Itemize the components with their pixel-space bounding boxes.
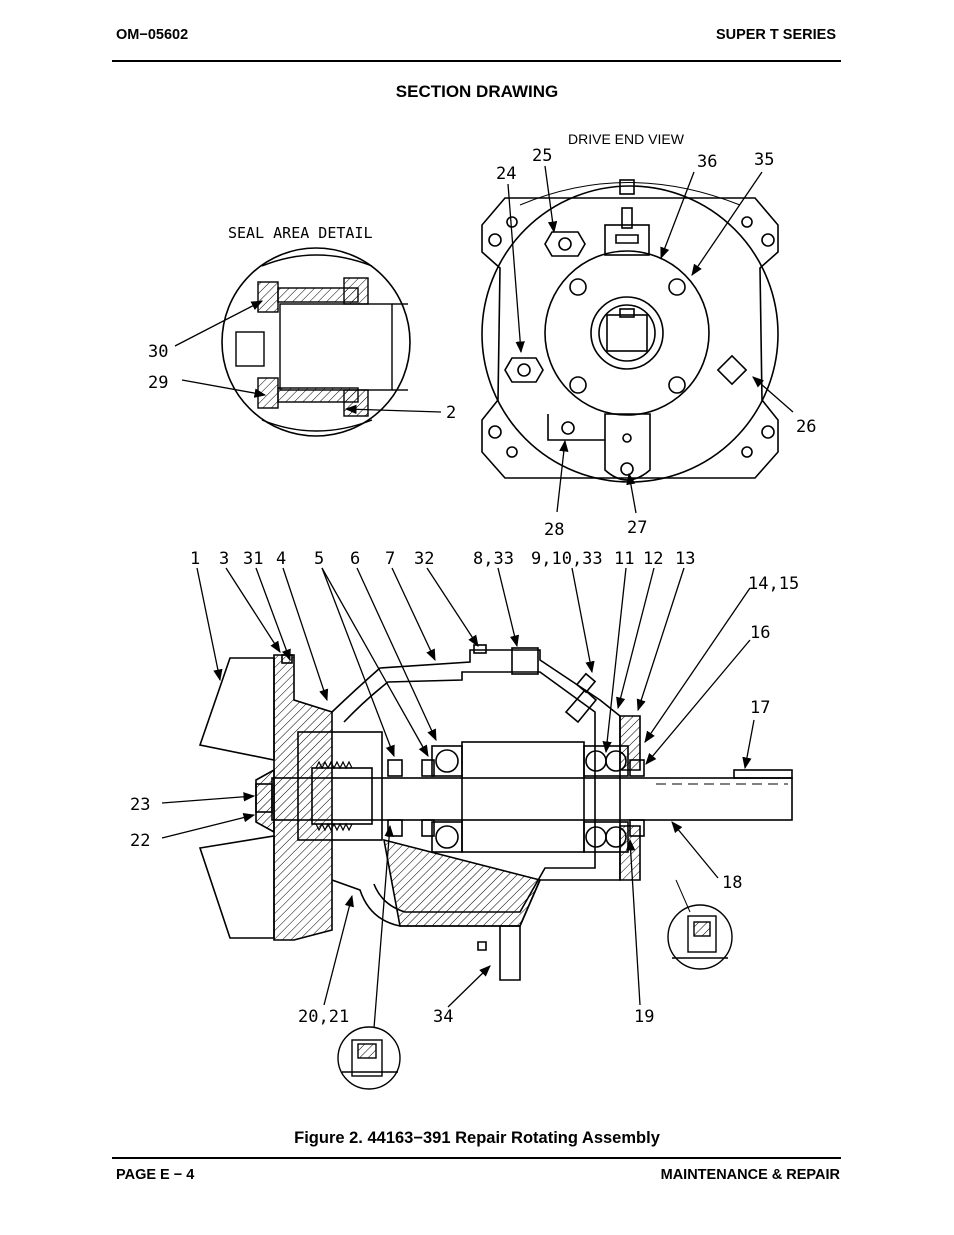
callout-36: 36 (697, 152, 717, 172)
callout-5: 5 (314, 549, 324, 569)
callout-20-21: 20,21 (298, 1007, 349, 1027)
callout-18: 18 (722, 873, 742, 893)
footer-rule (112, 1157, 841, 1159)
callout-22: 22 (130, 831, 150, 851)
section-title: SECTION DRAWING (395, 82, 559, 101)
callout-34: 34 (433, 1007, 453, 1027)
callout-24: 24 (496, 164, 516, 184)
callout-9-10-33: 9,10,33 (531, 549, 603, 569)
callout-7: 7 (385, 549, 395, 569)
document-number: OM−05602 (116, 27, 189, 43)
drive-end-view: DRIVE END VIEW (481, 131, 779, 483)
lip-seal-detail-left (337, 1026, 401, 1090)
chapter-name: MAINTENANCE & REPAIR (660, 1167, 840, 1183)
main-view-callouts (161, 567, 755, 1029)
series-name: SUPER T SERIES (715, 27, 836, 43)
callout-1: 1 (190, 549, 200, 569)
callout-31: 31 (243, 549, 263, 569)
callout-29: 29 (148, 373, 168, 393)
main-view-labels: 1 3 31 4 5 6 7 32 8,33 9,10,33 11 12 13 … (130, 549, 799, 1027)
callout-14-15: 14,15 (748, 574, 799, 594)
callout-13: 13 (675, 549, 695, 569)
drive-end-view-title: DRIVE END VIEW (568, 131, 685, 147)
figure-caption: Figure 2. 44163−391 Repair Rotating Asse… (294, 1129, 660, 1147)
callout-26: 26 (796, 417, 816, 437)
drive-end-callouts (507, 165, 794, 514)
callout-6: 6 (350, 549, 360, 569)
lip-seal-detail-right (667, 904, 733, 970)
callout-27: 27 (627, 518, 647, 538)
callout-11: 11 (614, 549, 634, 569)
callout-25: 25 (532, 146, 552, 166)
main-section-view (198, 644, 793, 981)
callout-28: 28 (544, 520, 564, 540)
callout-32: 32 (414, 549, 434, 569)
callout-12: 12 (643, 549, 663, 569)
callout-8-33: 8,33 (473, 549, 514, 569)
callout-19: 19 (634, 1007, 654, 1027)
callout-30: 30 (148, 342, 168, 362)
seal-detail-title: SEAL AREA DETAIL (228, 224, 373, 242)
callout-35: 35 (754, 150, 774, 170)
callout-17: 17 (750, 698, 770, 718)
callout-2: 2 (446, 403, 456, 423)
callout-23: 23 (130, 795, 150, 815)
callout-16: 16 (750, 623, 770, 643)
seal-area-detail: SEAL AREA DETAIL 30 29 2 (148, 224, 456, 437)
drive-end-labels: 24 25 36 35 26 28 27 (496, 146, 816, 540)
header-rule (112, 60, 841, 62)
page-number: PAGE E − 4 (116, 1167, 195, 1183)
callout-3: 3 (219, 549, 229, 569)
callout-4: 4 (276, 549, 286, 569)
